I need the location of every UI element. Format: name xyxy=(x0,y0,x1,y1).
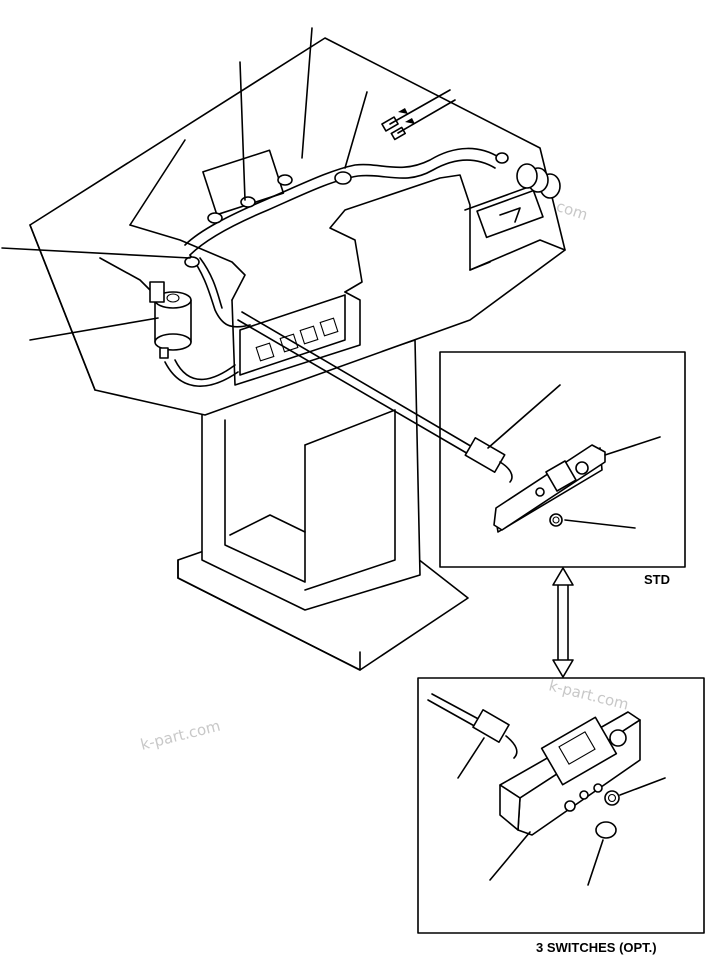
opt-detail-box xyxy=(417,677,705,934)
wire-harness xyxy=(164,89,561,387)
std-label: STD xyxy=(644,572,670,587)
watermark-3: k-part.com xyxy=(139,717,223,754)
std-detail-box xyxy=(439,351,686,568)
opt-label: 3 SWITCHES (OPT.) xyxy=(536,940,657,955)
relay-unit xyxy=(149,281,192,359)
leader-lines xyxy=(1,27,368,341)
swap-arrow xyxy=(552,567,574,678)
watermark-4: k-part.com xyxy=(547,676,631,713)
console-housing xyxy=(29,37,566,416)
switch-cable xyxy=(237,311,513,483)
